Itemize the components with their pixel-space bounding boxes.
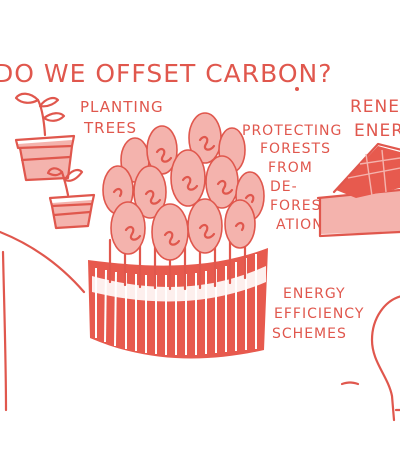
partial-figure-left <box>0 230 86 412</box>
renewable-label-line1: RENE <box>350 97 400 117</box>
protecting-label-line5: FOREST- <box>270 198 336 214</box>
light-bulb-icon <box>340 295 400 422</box>
efficiency-label-line2: EFFICIENCY <box>274 306 364 322</box>
protecting-label-line6: ATION <box>276 217 324 233</box>
efficiency-label-line1: ENERGY <box>283 286 346 302</box>
potted-plant-icon <box>14 92 96 230</box>
planting-label-line1: PLANTING <box>80 98 164 116</box>
protecting-label-line1: PROTECTING <box>242 123 342 139</box>
stray-dot <box>295 87 299 91</box>
planting-label-line2: TREES <box>83 119 137 137</box>
efficiency-label-line3: SCHEMES <box>272 326 347 342</box>
forest-fence-icon <box>88 112 268 359</box>
solar-panel-icon <box>316 142 400 238</box>
protecting-label-line2: FORESTS <box>260 141 331 157</box>
protecting-label-line3: FROM <box>268 160 313 176</box>
renewable-label-line2: ENER <box>354 121 400 141</box>
protecting-label-line4: DE- <box>270 179 298 195</box>
page-title: DO WE OFFSET CARBON? <box>0 59 333 88</box>
